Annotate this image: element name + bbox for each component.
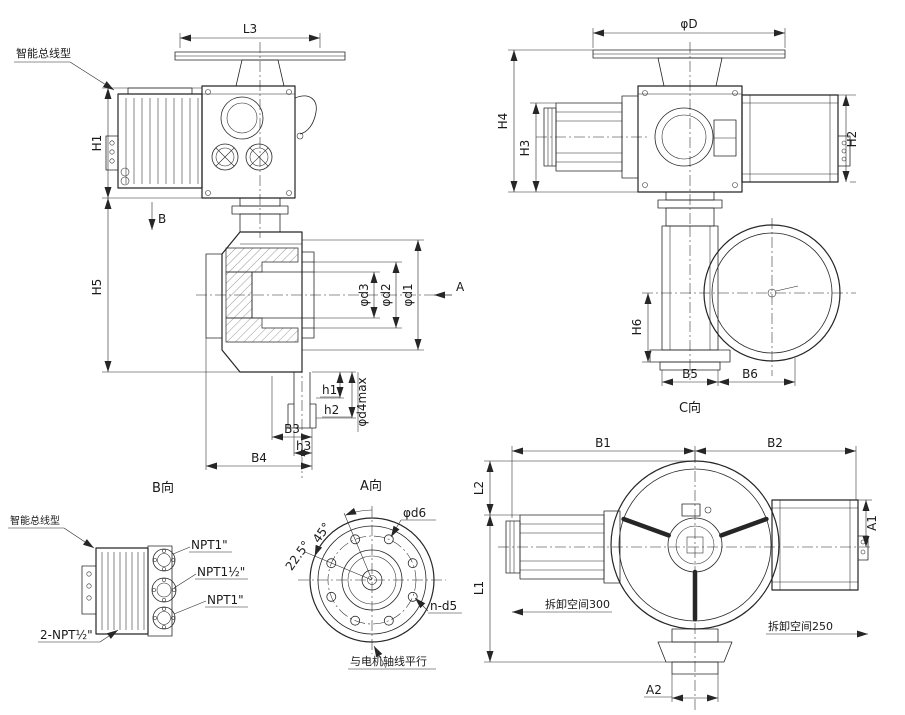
lower-stem	[287, 372, 317, 429]
handwheel-front	[592, 49, 786, 87]
note-smart-bus-top: 智能总线型	[16, 46, 71, 60]
port-label-side: 2-NPT½"	[40, 628, 93, 642]
dim-phi-d6: φd6	[403, 506, 426, 520]
actuator-body-side	[201, 85, 317, 199]
control-box-plan	[771, 499, 869, 591]
view-b: L3	[14, 22, 465, 496]
manual-lever	[294, 95, 317, 135]
note-removal-space-right: 拆卸空间250	[768, 619, 833, 633]
view-b-label: B向	[152, 480, 174, 496]
smart-bus-detail: 智能总线型 NPT1" NPT1½" NPT1" 2-NPT½"	[8, 514, 248, 643]
handwheel-side	[174, 51, 346, 87]
dim-L3: L3	[243, 22, 257, 36]
dim-h3: h3	[296, 439, 311, 453]
note-removal-space-left: 拆卸空间300	[545, 597, 610, 611]
bolt-holes	[326, 534, 418, 626]
note-parallel-motor-axis: 与电机轴线平行	[350, 654, 427, 668]
valve-body-section	[205, 231, 315, 373]
smart-bus-module-side	[105, 87, 203, 189]
dim-H5: H5	[90, 279, 104, 296]
view-c: φD	[496, 17, 859, 416]
conduit-ports	[151, 548, 177, 630]
motor-front	[543, 95, 639, 179]
view-plan: B1 B2 L2 L1 A1	[472, 436, 879, 712]
port-label-top: NPT1"	[191, 538, 228, 552]
dim-A2: A2	[646, 683, 662, 697]
view-a: A向 45° 22.5° φd6 n-d5 与电机轴线平	[283, 478, 462, 670]
port-label-bottom: NPT1"	[207, 593, 244, 607]
dim-h2: h2	[324, 403, 339, 417]
view-arrow-a: A	[456, 280, 465, 294]
motor-plan	[505, 510, 621, 584]
dim-H6: H6	[630, 319, 644, 336]
dim-H1: H1	[90, 135, 104, 152]
dim-L2: L2	[472, 481, 486, 495]
dim-phi-d1: φd1	[401, 283, 415, 306]
dim-B1: B1	[595, 436, 611, 450]
dim-B3: B3	[284, 422, 300, 436]
handwheel-plan	[610, 460, 780, 630]
dim-22-5deg: 22.5°	[283, 538, 313, 573]
bottom-stem-plan	[657, 628, 733, 675]
dim-phi-d2: φd2	[379, 283, 393, 306]
dim-B6: B6	[742, 367, 758, 381]
dim-B5: B5	[682, 367, 698, 381]
dim-phi-d4max: φd4max	[355, 377, 369, 426]
note-smart-bus-detail: 智能总线型	[10, 514, 60, 527]
dim-phi-D: φD	[680, 17, 697, 31]
dim-B4: B4	[251, 451, 267, 465]
dim-A1: A1	[865, 515, 879, 531]
dim-h1: h1	[322, 383, 337, 397]
view-c-label: C向	[679, 400, 701, 416]
control-box-front	[741, 94, 851, 183]
port-label-middle: NPT1½"	[197, 565, 245, 579]
dim-H2: H2	[845, 131, 859, 148]
dim-H4: H4	[496, 113, 510, 130]
dim-n-d5: n-d5	[430, 599, 457, 613]
dim-L1: L1	[472, 581, 486, 595]
dim-B2: B2	[767, 436, 783, 450]
view-a-label: A向	[360, 478, 382, 494]
dim-45deg: 45°	[310, 520, 334, 545]
dim-phi-d3: φd3	[357, 283, 371, 306]
valve-front	[649, 224, 841, 371]
view-arrow-b: B	[158, 212, 166, 226]
dim-H3: H3	[518, 140, 532, 157]
